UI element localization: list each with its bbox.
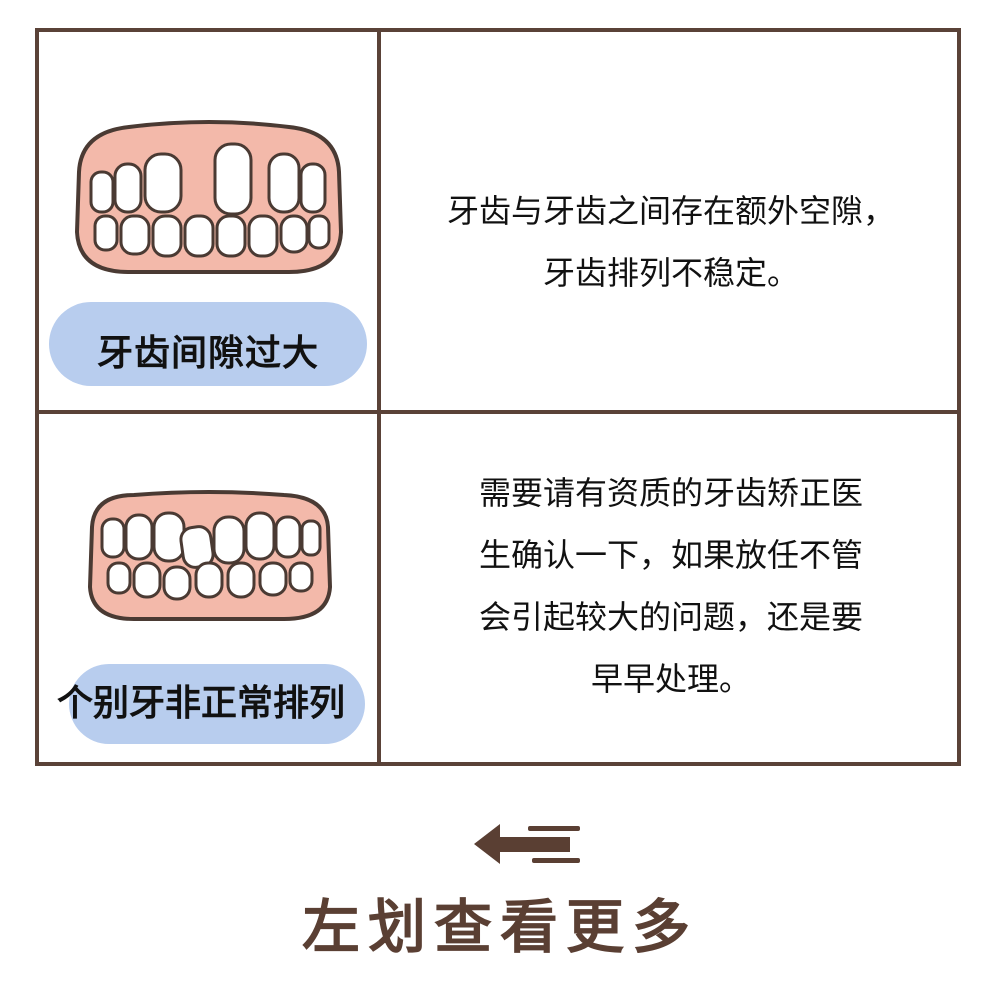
- column-divider: [377, 32, 381, 762]
- description-text: 牙齿与牙齿之间存在额外空隙， 牙齿排列不稳定。: [381, 180, 961, 304]
- description-text: 需要请有资质的牙齿矫正医 生确认一下，如果放任不管 会引起较大的问题，还是要 早…: [381, 462, 961, 710]
- description-line: 早早处理。: [590, 660, 751, 698]
- swipe-hint[interactable]: 左划查看更多: [301, 893, 698, 961]
- category-pill: [49, 302, 367, 386]
- description-line: 会引起较大的问题，还是要: [478, 598, 863, 636]
- category-label: 牙齿间隙过大: [97, 333, 320, 374]
- category-pill: [69, 664, 365, 744]
- row-divider: [39, 410, 957, 414]
- left-arrow-icon: [474, 824, 580, 864]
- misaligned-teeth-illustration: [87, 490, 333, 621]
- description-line: 生确认一下，如果放任不管: [478, 536, 863, 574]
- description-line: 牙齿与牙齿之间存在额外空隙，: [446, 192, 895, 230]
- category-label: 个别牙非正常排列: [57, 683, 346, 724]
- description-line: 需要请有资质的牙齿矫正医: [478, 474, 863, 512]
- comparison-table: 牙齿间隙过大 牙齿与牙齿之间存在额外空隙， 牙齿排列不稳定。 个别牙非正常排列 …: [35, 28, 961, 766]
- gapped-teeth-illustration: [74, 120, 344, 274]
- description-line: 牙齿排列不稳定。: [542, 254, 799, 292]
